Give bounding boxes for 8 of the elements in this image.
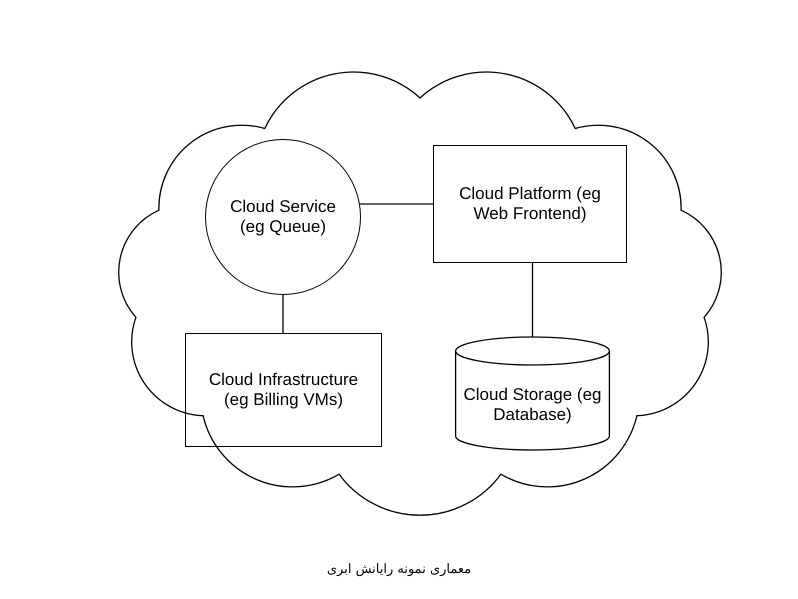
process-box: Cloud Platform (eg Web Frontend) xyxy=(433,145,627,263)
caption: معماری نمونه رایانش ابری xyxy=(326,562,472,577)
connector-line xyxy=(532,263,534,337)
process-box: Cloud Infrastructure (eg Billing VMs) xyxy=(185,333,382,447)
storage-cylinder: Cloud Storage (eg Database) xyxy=(455,337,610,450)
service-circle: Cloud Service (eg Queue) xyxy=(205,139,361,295)
connector-line xyxy=(360,203,433,205)
connector-line xyxy=(282,295,284,333)
